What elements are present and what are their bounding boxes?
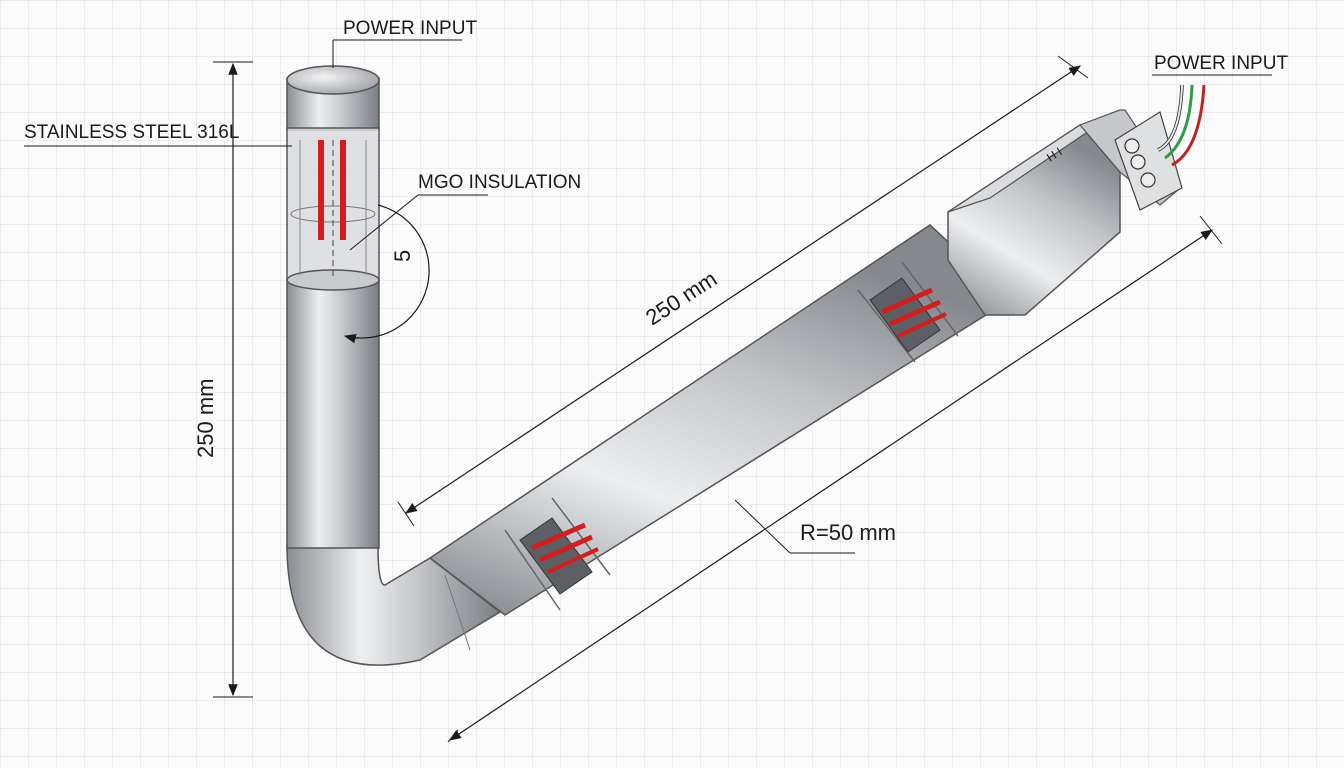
terminal-screw xyxy=(1124,138,1140,154)
heating-element-vertical xyxy=(340,140,346,240)
power-input-top-callout: POWER INPUT xyxy=(332,18,477,68)
bend-radius-label: R=50 mm xyxy=(800,520,896,545)
terminal-block xyxy=(1114,111,1183,211)
vertical-dimension: 250 mm xyxy=(193,61,253,698)
terminal-screw xyxy=(1130,154,1146,170)
material-label: STAINLESS STEEL 316L xyxy=(24,122,239,143)
material-callout: STAINLESS STEEL 316L xyxy=(24,122,292,147)
terminal-screw xyxy=(1140,172,1156,188)
bend-radius-dimension: R=50 mm xyxy=(447,215,1223,743)
power-input-top-label: POWER INPUT xyxy=(343,18,477,39)
tube-vertical-section xyxy=(286,279,380,549)
power-input-right-label: POWER INPUT xyxy=(1154,53,1288,74)
vertical-dimension-label: 250 mm xyxy=(193,379,218,458)
mgo-cutaway xyxy=(286,127,380,291)
insulation-callout: MGO INSULATION xyxy=(349,172,581,251)
tube-bend xyxy=(286,544,502,666)
heating-element-vertical xyxy=(318,140,324,240)
insulation-label: MGO INSULATION xyxy=(418,172,581,193)
top-cap-face xyxy=(286,65,380,95)
power-input-right-callout: POWER INPUT xyxy=(1152,53,1288,76)
detail-marker-label: 5 xyxy=(390,250,415,262)
power-wires xyxy=(1157,84,1206,167)
